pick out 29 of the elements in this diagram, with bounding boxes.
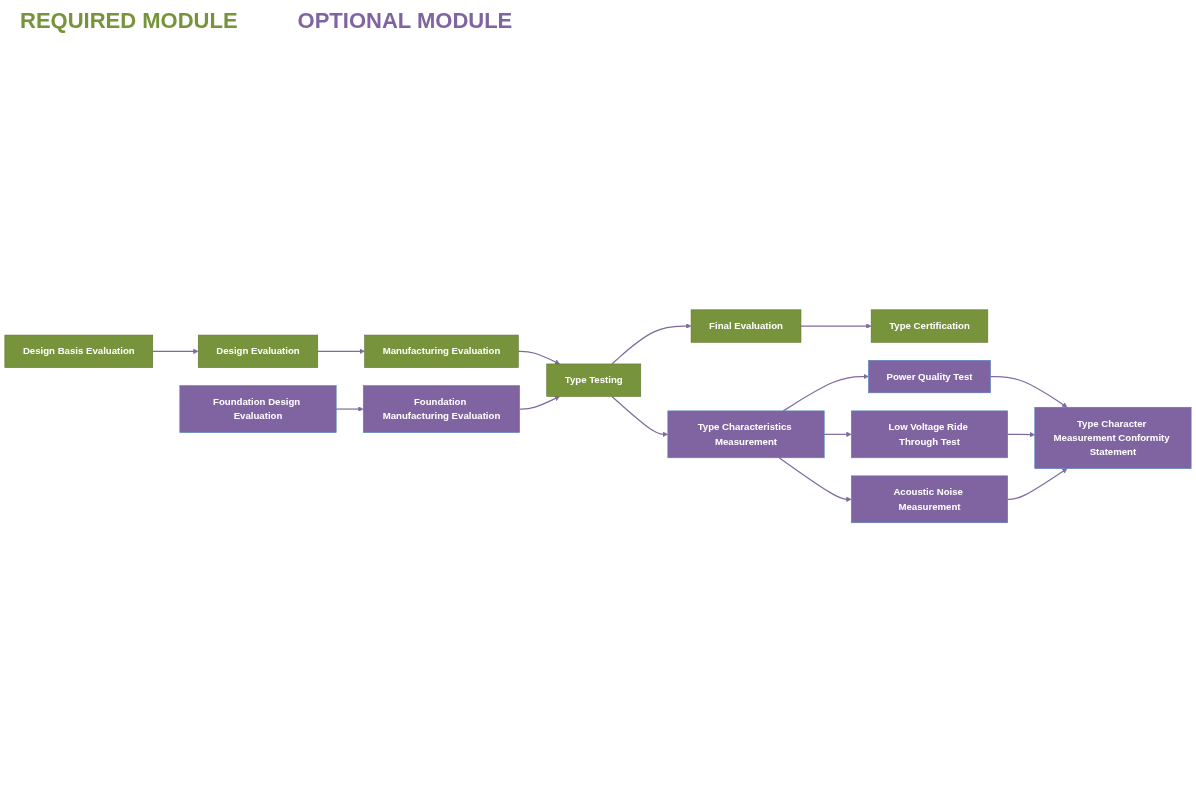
node-box: Foundation Manufacturing Evaluation	[362, 385, 520, 433]
node-box: Manufacturing Evaluation	[364, 334, 519, 368]
arrow	[317, 348, 365, 354]
node-box: Type Characteristics Measurement	[667, 410, 825, 458]
arrow	[782, 373, 869, 412]
node-box: Design Evaluation	[197, 334, 319, 368]
node-box: Low Voltage Ride Through Test	[851, 410, 1008, 458]
arrow	[778, 456, 852, 502]
arrow	[335, 406, 364, 412]
node-box: Type Testing	[546, 363, 642, 397]
module-heading: REQUIRED MODULE	[20, 8, 238, 35]
arrow	[800, 323, 872, 329]
arrow	[989, 375, 1068, 408]
node-box: Design Basis Evaluation	[4, 334, 154, 368]
node-box: Acoustic Noise Measurement	[851, 475, 1008, 523]
module-heading: OPTIONAL MODULE	[297, 8, 513, 35]
node-box: Type Character Measurement Conformity Statement	[1034, 406, 1192, 469]
arrow	[823, 431, 852, 437]
arrow	[611, 395, 669, 437]
arrow	[1007, 431, 1035, 438]
node-box: Final Evaluation	[690, 309, 802, 343]
arrow	[1007, 468, 1068, 500]
node-box: Type Certification	[870, 309, 989, 343]
arrow	[517, 350, 560, 364]
node-box: Power Quality Test	[868, 359, 991, 393]
node-box: Foundation Design Evaluation	[179, 385, 337, 433]
arrow	[519, 395, 560, 410]
arrow	[152, 348, 199, 354]
arrow	[611, 323, 692, 365]
